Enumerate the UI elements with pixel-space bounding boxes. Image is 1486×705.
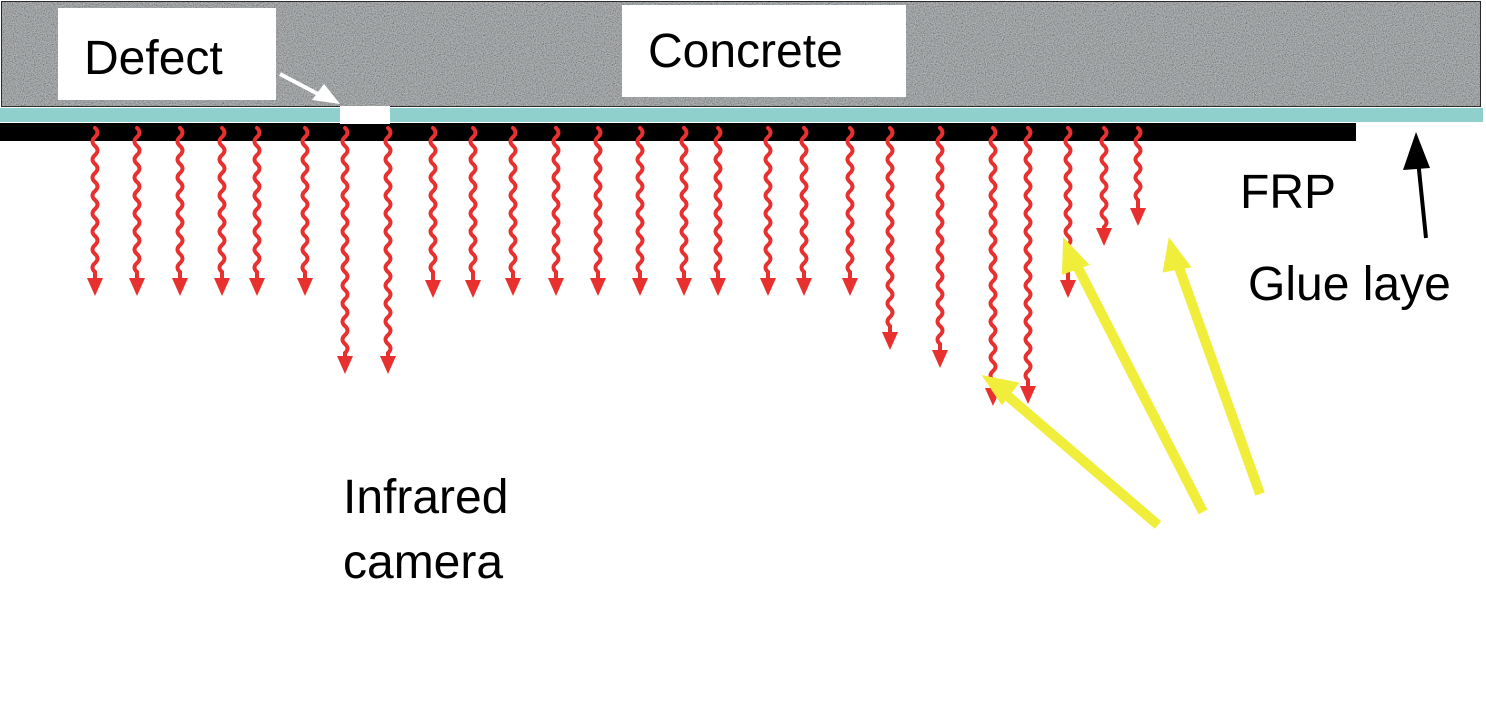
heat-wave-arrow-icon xyxy=(632,126,648,296)
concrete-label-text: Concrete xyxy=(648,25,843,78)
concrete-label: Concrete xyxy=(622,5,906,97)
heat-waves xyxy=(87,126,1146,406)
heat-wave-arrow-icon xyxy=(465,126,481,298)
heat-wave-arrow-icon xyxy=(337,126,353,374)
heat-wave-arrow-icon xyxy=(710,126,726,296)
heat-wave-arrow-icon xyxy=(796,126,812,296)
glue-layer-label: Glue laye xyxy=(1248,258,1451,311)
heat-wave-arrow-icon xyxy=(882,126,898,350)
defect-label: Defect xyxy=(58,8,276,100)
heat-wave-arrow-icon xyxy=(87,126,103,296)
camera-label-line2: camera xyxy=(343,536,503,589)
heat-wave-arrow-icon xyxy=(932,126,948,368)
glue-pointer-arrow-icon xyxy=(1403,132,1430,239)
heat-wave-arrow-icon xyxy=(1096,126,1112,246)
defect-pointer-arrow-icon xyxy=(279,72,340,104)
camera-label-line1: Infrared xyxy=(343,471,508,524)
heat-wave-arrow-icon xyxy=(380,126,396,374)
heat-wave-arrow-icon xyxy=(760,126,776,296)
heat-wave-arrow-icon xyxy=(1020,126,1036,404)
flash-ray-1 xyxy=(981,375,1162,529)
flash-ray-2 xyxy=(1061,237,1208,515)
heat-wave-arrow-icon xyxy=(129,126,145,296)
heat-wave-arrow-icon xyxy=(1130,126,1146,226)
heat-wave-arrow-icon xyxy=(842,126,858,296)
heat-wave-arrow-icon xyxy=(676,126,692,296)
frp-layer xyxy=(0,123,1356,141)
heat-wave-arrow-icon xyxy=(505,126,521,296)
heat-wave-arrow-icon xyxy=(249,126,265,296)
flash-ray-3 xyxy=(1162,237,1265,496)
heat-wave-arrow-icon xyxy=(985,126,1001,406)
defect-label-text: Defect xyxy=(84,32,223,85)
defect-gap xyxy=(340,106,390,124)
glue-layer xyxy=(0,108,1483,122)
heat-wave-arrow-icon xyxy=(214,126,230,296)
heat-wave-arrow-icon xyxy=(297,126,313,296)
heat-wave-arrow-icon xyxy=(590,126,606,296)
frp-label: FRP xyxy=(1240,166,1336,219)
heat-wave-arrow-icon xyxy=(548,126,564,296)
heat-wave-arrow-icon xyxy=(425,126,441,298)
flash-rays xyxy=(981,237,1265,529)
heat-wave-arrow-icon xyxy=(172,126,188,296)
